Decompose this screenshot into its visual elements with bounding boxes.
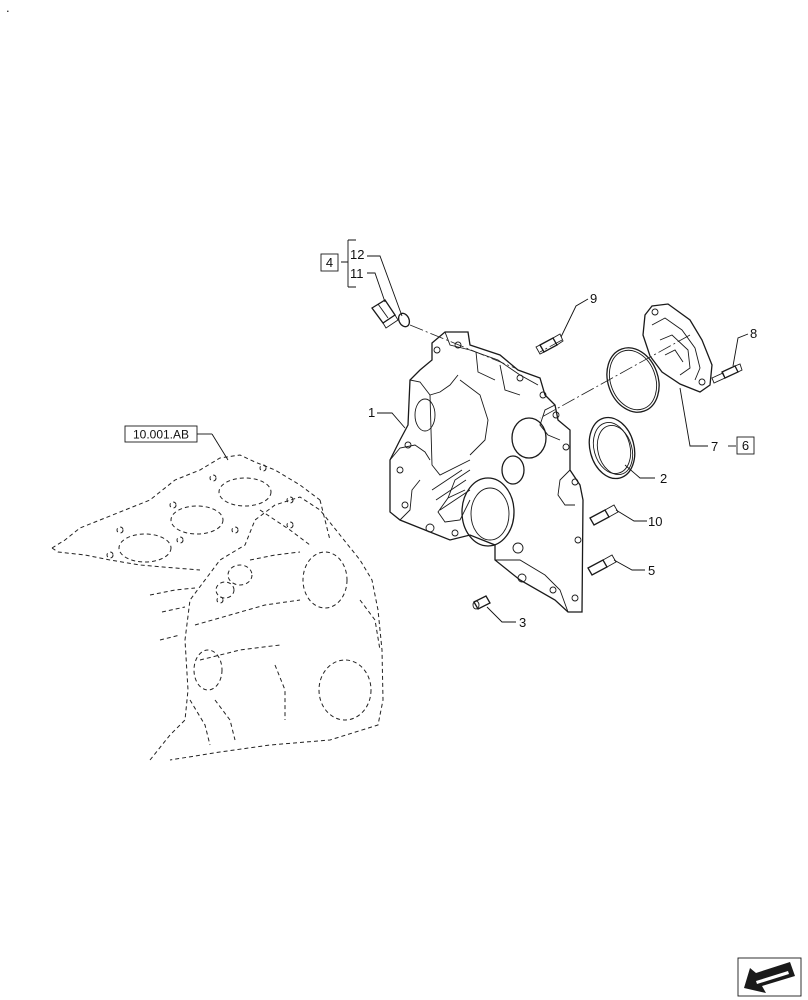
cover-plate-part [642, 303, 713, 393]
washer-part [397, 312, 411, 328]
callout-1-label: 1 [368, 405, 375, 420]
callout-6-label: 6 [742, 438, 749, 453]
bolt-8-part [711, 363, 743, 384]
reference-label: 10.001.AB [133, 428, 189, 442]
callout-9-label: 9 [590, 291, 597, 306]
back-arrow-icon[interactable] [737, 957, 802, 997]
callout-2-label: 2 [660, 471, 667, 486]
callout-5-label: 5 [648, 563, 655, 578]
callout-3-label: 3 [519, 615, 526, 630]
callout-3[interactable]: 3 [519, 615, 526, 630]
callout-8-label: 8 [750, 326, 757, 341]
callout-4[interactable]: 4 [320, 253, 339, 272]
leader-lines [367, 255, 749, 623]
bolt-9-part [535, 333, 564, 355]
bolt-10-part [589, 504, 619, 526]
timing-cover [389, 331, 584, 613]
callout-11[interactable]: 11 [350, 266, 364, 281]
o-ring-inner-edge [608, 349, 658, 411]
engine-block-outline [51, 454, 384, 761]
callout-4-label: 4 [326, 255, 333, 270]
group-bracket-4 [341, 239, 356, 288]
callout-9[interactable]: 9 [590, 291, 597, 306]
cover-axis-line [539, 334, 691, 419]
dowel-pin-part [472, 595, 491, 610]
reference-callout[interactable]: 10.001.AB [124, 425, 229, 461]
seal-ring-part [588, 416, 636, 480]
callout-11-label: 11 [350, 266, 364, 281]
callout-2[interactable]: 2 [660, 471, 667, 486]
o-ring-part [606, 347, 660, 413]
callout-10-label: 10 [648, 514, 662, 529]
callout-12[interactable]: 12 [350, 247, 364, 262]
callout-5[interactable]: 5 [648, 563, 655, 578]
callout-10[interactable]: 10 [648, 514, 662, 529]
bolt-axis-line [539, 339, 563, 353]
plug-axis-line [409, 324, 516, 369]
callout-8[interactable]: 8 [750, 326, 757, 341]
callout-7[interactable]: 7 [711, 439, 718, 454]
corner-mark: . [6, 0, 10, 15]
callout-7-label: 7 [711, 439, 718, 454]
plug-part [371, 299, 399, 329]
callout-1[interactable]: 1 [368, 405, 375, 420]
callout-6[interactable]: 6 [736, 436, 755, 455]
callout-12-label: 12 [350, 247, 364, 262]
bolt-5-part [587, 554, 617, 576]
